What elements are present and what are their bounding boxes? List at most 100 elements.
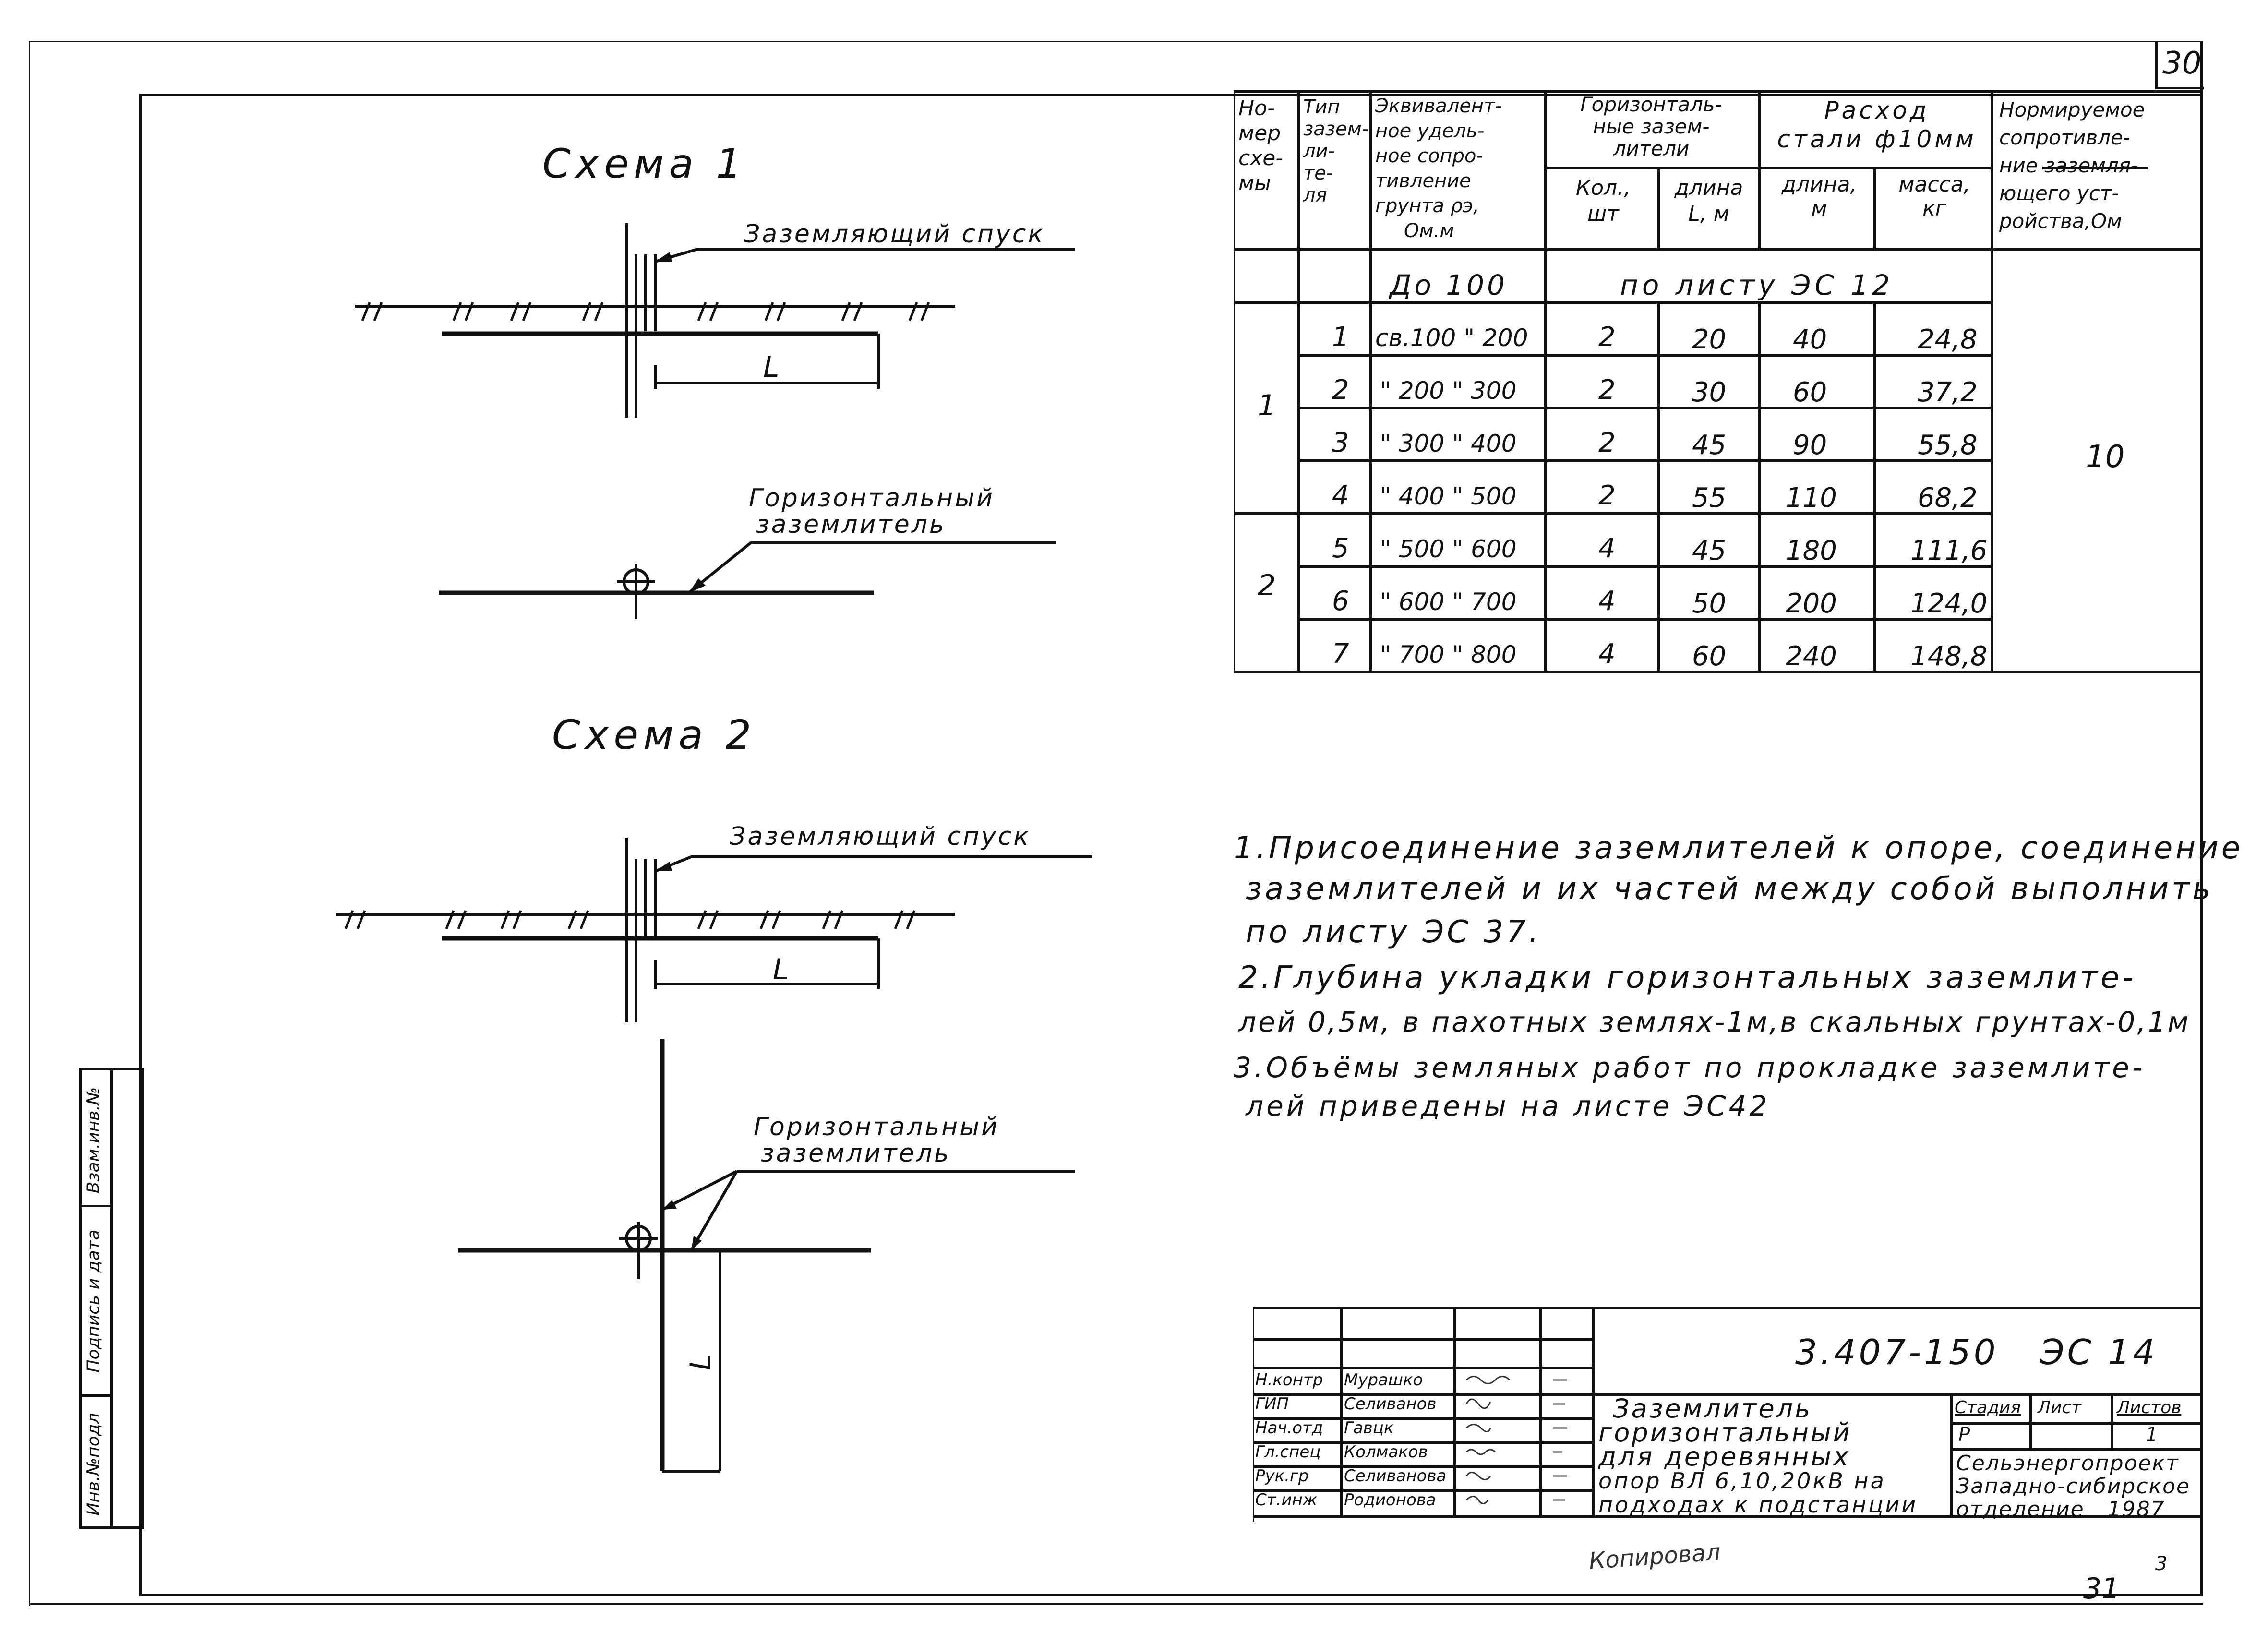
row-steel-length: 110: [1786, 482, 1837, 514]
title-line: подходах к подстанции: [1598, 1492, 1918, 1518]
outer-left-line: [29, 41, 30, 1606]
row-steel-length: 90: [1793, 430, 1827, 461]
row-length: 45: [1692, 430, 1727, 461]
role-label: Ст.инж: [1255, 1490, 1318, 1510]
frame-top: [139, 94, 2203, 96]
small-mark: 3: [2155, 1553, 2168, 1575]
header-text: стали ф10мм: [1777, 125, 1977, 153]
stage-label: Стадия: [1955, 1398, 2021, 1417]
header-horizontal: Горизонталь- ные зазем- лители: [1550, 94, 1752, 160]
stamp-names: Мурашко Селиванов Гавцк Колмаков Селиван…: [1344, 1368, 1446, 1512]
header-norm: Нормируемое сопротивле- ние заземля- юще…: [1999, 96, 2145, 235]
row-length: 20: [1692, 324, 1727, 355]
title-line: Заземлитель: [1613, 1393, 1812, 1424]
stamp-roles: Н.контр ГИП Нач.отд Гл.спец Рук.гр Ст.ин…: [1255, 1368, 1323, 1512]
row-mass: 124,0: [1910, 588, 1988, 619]
header-text: ли-: [1303, 140, 1335, 162]
frame-right: [2200, 41, 2203, 1596]
header-text: Тип: [1303, 96, 1340, 118]
row-mass: 37,2: [1918, 377, 1978, 408]
bottom-page-number: 31: [2083, 1572, 2120, 1606]
scheme1-horizontal-label-2: заземлитель: [756, 510, 946, 539]
row-type: 1: [1332, 322, 1349, 353]
header-text: ние заземля-: [1999, 154, 2138, 177]
row-range: св.100 " 200: [1375, 324, 1528, 352]
header-text: Но-: [1238, 96, 1275, 120]
row-qty: 2: [1598, 427, 1616, 458]
header-text: ное сопро-: [1375, 145, 1483, 167]
header-text: грунта ρэ,: [1375, 195, 1479, 217]
row-length: 45: [1692, 535, 1727, 566]
row-steel-length: 240: [1786, 641, 1837, 672]
header-text: ющего уст-: [1999, 181, 2119, 205]
row-length: 60: [1692, 641, 1727, 672]
row-qty: 4: [1598, 586, 1616, 617]
header-text: Нормируемое: [1999, 98, 2145, 121]
side-stamp-div: [82, 1205, 110, 1207]
header-text: сопротивле-: [1999, 126, 2130, 149]
row-range: " 400 " 500: [1380, 482, 1517, 510]
outer-bottom-line: [29, 1603, 2203, 1605]
row-type: 6: [1332, 586, 1349, 617]
page-number-box: [2155, 41, 2204, 89]
header-steel-mass: масса, кг: [1877, 173, 1992, 221]
org-line: Сельэнергопроект: [1956, 1451, 2179, 1476]
row-qty: 4: [1598, 533, 1616, 564]
note-line: лей приведены на листе ЭС42: [1246, 1090, 1770, 1122]
scheme2-title: Схема 2: [552, 711, 756, 758]
grounding-table: [1234, 90, 2203, 673]
row-qty: 2: [1598, 322, 1616, 353]
stamp-title: Заземлитель горизонтальный для деревянны…: [1598, 1393, 1918, 1518]
title-line: опор ВЛ 6,10,20кВ на: [1598, 1468, 1886, 1494]
row-type: 4: [1332, 480, 1349, 511]
person-name: Селиванова: [1344, 1466, 1447, 1486]
header-text: ные зазем-: [1593, 115, 1710, 138]
role-label: ГИП: [1255, 1394, 1289, 1414]
header-steel: Расход стали ф10мм: [1762, 96, 1992, 154]
header-text: шт: [1587, 202, 1619, 226]
scheme1-title: Схема 1: [542, 140, 746, 187]
row-steel-length: 200: [1786, 588, 1837, 619]
organization: Сельэнергопроект Западно-сибирское отдел…: [1956, 1452, 2190, 1521]
row-range: " 700 " 800: [1380, 641, 1517, 669]
header-text: ройства,Ом: [1999, 209, 2122, 233]
row-mass: 55,8: [1918, 430, 1978, 461]
title-block: [1253, 1307, 2203, 1522]
org-line: Западно-сибирское: [1956, 1474, 2191, 1499]
header-text: Эквивалент-: [1375, 95, 1502, 117]
row-range: " 500 " 600: [1380, 535, 1517, 563]
person-name: Мурашко: [1344, 1370, 1423, 1390]
header-text: длина,: [1781, 172, 1857, 197]
note-line: лей 0,5м, в пахотных землях-1м,в скальны…: [1238, 1006, 2191, 1038]
side-stamp: Инв.№подл Подпись и дата Взам.инв.№: [79, 1068, 144, 1529]
scheme2-horizontal-label-1: Горизонтальный: [754, 1113, 999, 1141]
frame-bottom: [139, 1594, 2203, 1596]
header-text: схе-: [1238, 146, 1284, 170]
person-name: Родионова: [1344, 1490, 1436, 1510]
header-text: Кол.,: [1575, 176, 1631, 200]
row-steel-length: 60: [1793, 377, 1827, 408]
signature-marks: [1465, 1376, 1567, 1504]
row-scheme-1: 1: [1258, 389, 1276, 422]
subheader-rest: по листу ЭС 12: [1620, 269, 1894, 301]
header-resistivity: Эквивалент- ное удель- ное сопро- тивлен…: [1375, 94, 1502, 243]
row-type: 7: [1332, 638, 1349, 670]
side-inv-label: Инв.№подл: [84, 1413, 104, 1516]
header-text: длина: [1674, 176, 1743, 200]
role-label: Нач.отд: [1255, 1418, 1323, 1438]
header-scheme-no: Но- мер схе- мы: [1238, 96, 1283, 196]
title-line: для деревянных: [1598, 1441, 1851, 1472]
side-sign-label: Подпись и дата: [84, 1229, 104, 1373]
scheme2-horizontal-label-2: заземлитель: [761, 1139, 951, 1168]
note-line: 1.Присоединение заземлителей к опоре, со…: [1234, 830, 2244, 866]
person-name: Селиванов: [1344, 1394, 1437, 1414]
row-type: 2: [1332, 374, 1349, 406]
outer-top-line: [29, 41, 2203, 42]
role-label: Рук.гр: [1255, 1466, 1309, 1486]
note-line: 3.Объёмы земляных работ по прокладке заз…: [1234, 1051, 2145, 1084]
header-text: мер: [1238, 121, 1281, 145]
person-name: Колмаков: [1344, 1442, 1428, 1462]
header-text: масса,: [1898, 172, 1970, 197]
header-steel-length: длина, м: [1762, 173, 1877, 221]
scheme2-dim-label: L: [684, 1355, 718, 1370]
